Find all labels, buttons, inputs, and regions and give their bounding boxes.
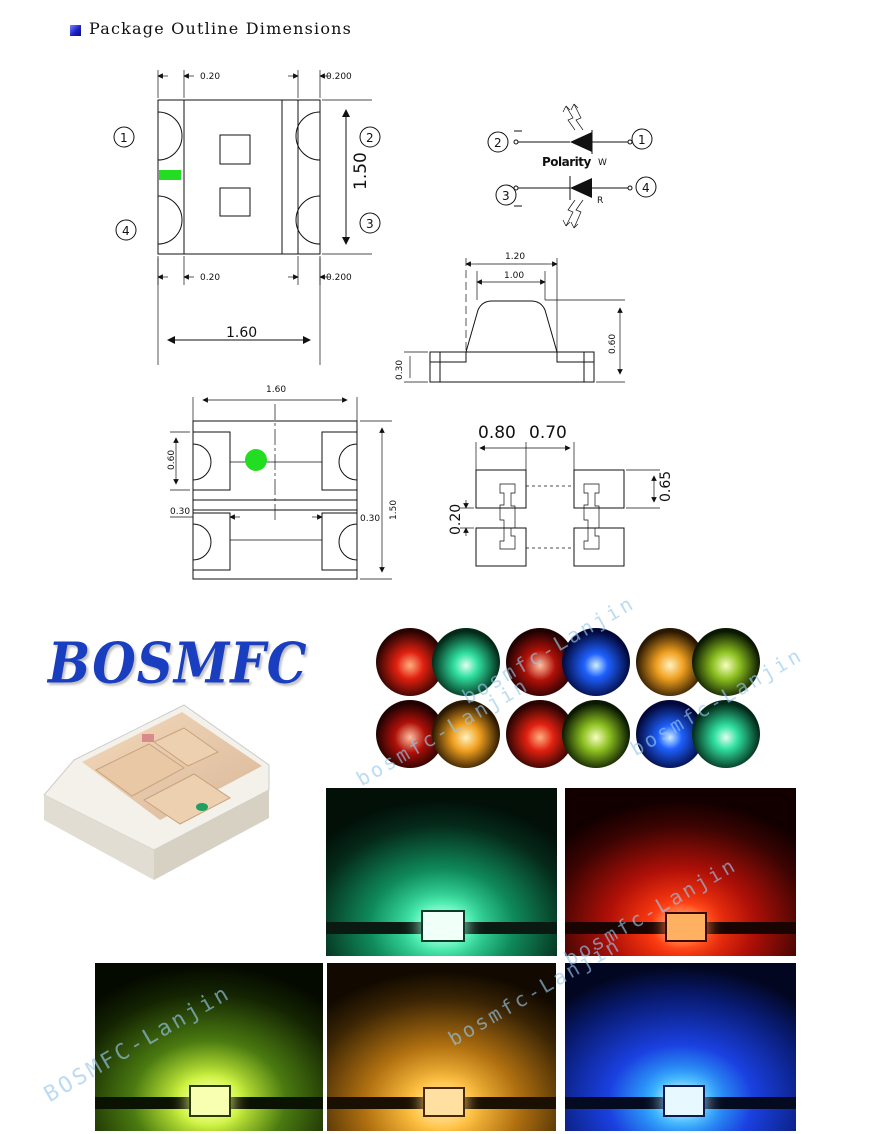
led-photo-red xyxy=(565,788,796,956)
led-photo-yellow-green xyxy=(95,963,323,1131)
dim-top-inner: 1.00 xyxy=(504,271,524,281)
side-view: 1.20 1.00 0.60 0.30 xyxy=(395,252,625,383)
dim-bottom-right: 0.200 xyxy=(326,273,352,283)
pin-4-label: 4 xyxy=(122,224,130,238)
bullet-icon xyxy=(70,24,81,36)
pin-2-label: 2 xyxy=(366,131,374,145)
dim-bottom-width: 1.60 xyxy=(266,385,286,395)
dim-pad-offset-right: 0.30 xyxy=(360,514,380,524)
dim-land-spacing: 0.20 xyxy=(448,504,464,535)
polarity-pin-1: 1 xyxy=(638,133,646,147)
diode-icon xyxy=(570,130,593,154)
dim-width: 1.60 xyxy=(226,325,257,341)
dim-bottom-height: 1.50 xyxy=(389,500,399,520)
top-view: 0.20 0.200 0.20 0.200 1.50 1.60 1 2 3 xyxy=(113,70,381,365)
dim-top-left: 0.20 xyxy=(200,72,220,82)
led-photo-amber xyxy=(327,963,556,1131)
product-photo xyxy=(34,700,274,885)
section-header: Package Outline Dimensions xyxy=(70,16,352,40)
polarity-pin-4: 4 xyxy=(642,181,650,195)
led-photo-blue xyxy=(565,963,796,1131)
chip-r-label: R xyxy=(597,196,603,206)
light-emission-icon xyxy=(562,103,584,131)
land-pattern: 0.80 0.70 0.65 0.20 xyxy=(448,423,674,567)
dim-land-pad-height: 0.65 xyxy=(658,471,674,502)
led-color-grid xyxy=(372,624,764,774)
chip-w-label: W xyxy=(598,158,607,168)
package-drawing: 0.20 0.200 0.20 0.200 1.50 1.60 1 2 3 xyxy=(113,70,674,580)
pin-3-label: 3 xyxy=(366,217,374,231)
dim-pad-offset-left: 0.30 xyxy=(170,507,190,517)
chip-w xyxy=(219,134,251,165)
polarity-pin-3: 3 xyxy=(502,189,510,203)
brand-logo: BOSMFC xyxy=(48,630,308,697)
dim-top-right: 0.200 xyxy=(326,72,352,82)
dim-base-height: 0.30 xyxy=(395,360,405,380)
led-photo-green xyxy=(326,788,557,956)
dim-bottom-left: 0.20 xyxy=(200,273,220,283)
polarity-pin-2: 2 xyxy=(494,136,502,150)
polarity-mark xyxy=(159,170,181,180)
dim-total-height: 0.60 xyxy=(608,334,618,354)
dim-bottom-pad-height: 0.60 xyxy=(167,450,177,470)
dim-land-gap: 0.70 xyxy=(529,423,567,443)
dim-top-outer: 1.20 xyxy=(505,252,525,262)
polarity-label: Polarity xyxy=(542,155,592,169)
polarity-dot xyxy=(245,449,267,471)
dim-land-pad-width: 0.80 xyxy=(478,423,516,443)
chip-r xyxy=(219,187,251,217)
polarity-diagram: 2 1 W Polarity 3 4 R xyxy=(487,103,657,229)
bottom-view: 1.60 0.60 0.30 0.30 1.50 xyxy=(167,385,399,580)
dim-height: 1.50 xyxy=(351,152,371,190)
section-title: Package Outline Dimensions xyxy=(89,18,353,38)
pin-1-label: 1 xyxy=(120,131,128,145)
